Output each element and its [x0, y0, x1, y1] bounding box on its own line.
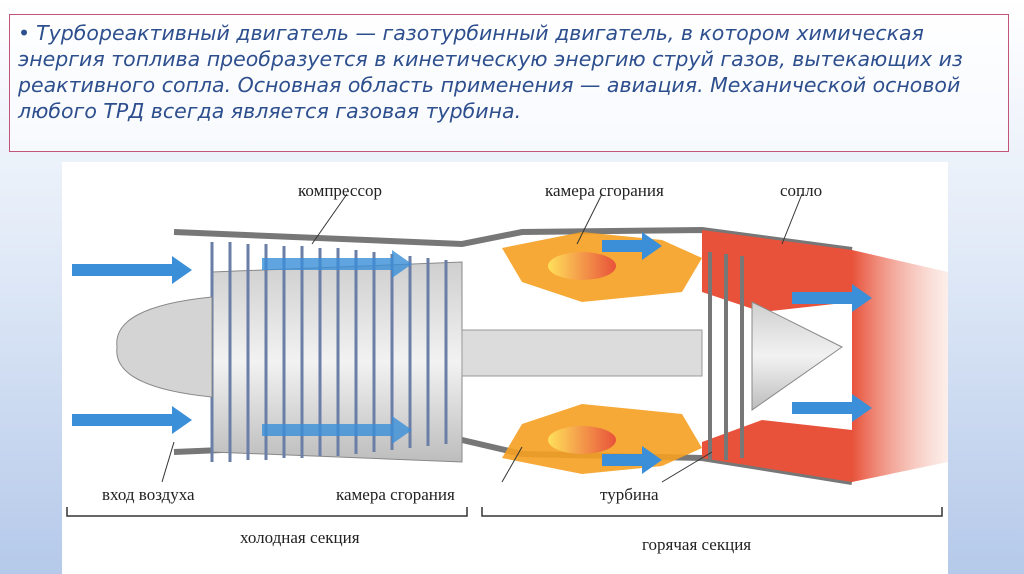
- label-hot-section: горячая секция: [642, 535, 752, 554]
- label-compressor: компрессор: [298, 181, 382, 200]
- label-turbine: турбина: [600, 485, 659, 504]
- exhaust-plume: [852, 250, 948, 482]
- arrow-compressor-top: [262, 250, 412, 278]
- label-combustion-chamber-bottom: камера сгорания: [336, 485, 455, 504]
- arrow-chamber-top: [602, 232, 662, 260]
- label-nozzle: сопло: [780, 181, 823, 200]
- exhaust-cone: [751, 301, 843, 411]
- leader-lines: [161, 193, 803, 483]
- label-air-inlet: вход воздуха: [102, 485, 195, 504]
- turbine-blades: [708, 252, 744, 462]
- arrow-intake-bottom: [72, 406, 192, 434]
- arrow-compressor-bottom: [262, 416, 412, 444]
- slide-text-box: [9, 14, 1009, 152]
- engine-shaft: [461, 329, 703, 377]
- airflow-arrows: [72, 232, 872, 474]
- nozzle-shape-bottom: [702, 420, 852, 482]
- spinner-cone: [116, 296, 213, 398]
- bullet-paragraph: Турбореактивный двигатель — газотурбинны…: [18, 21, 963, 123]
- label-combustion-chamber-top: камера сгорания: [545, 181, 664, 200]
- nozzle-shape-top: [702, 230, 852, 312]
- arrow-chamber-bottom: [602, 446, 662, 474]
- section-brackets: [66, 507, 943, 517]
- slide-bullet-text: •Турбореактивный двигатель — газотурбинн…: [18, 20, 998, 124]
- bullet-icon: •: [18, 21, 31, 45]
- flame-bottom: [548, 426, 616, 454]
- turbojet-diagram: компрессор камера сгорания сопло вход во…: [62, 162, 948, 574]
- arrow-exhaust-top: [792, 284, 872, 312]
- turbojet-drawing: [66, 193, 948, 517]
- label-cold-section: холодная секция: [240, 528, 360, 547]
- arrow-exhaust-bottom: [792, 394, 872, 422]
- engine-casing-top: [173, 226, 853, 253]
- flame-top: [548, 252, 616, 280]
- arrow-intake-top: [72, 256, 192, 284]
